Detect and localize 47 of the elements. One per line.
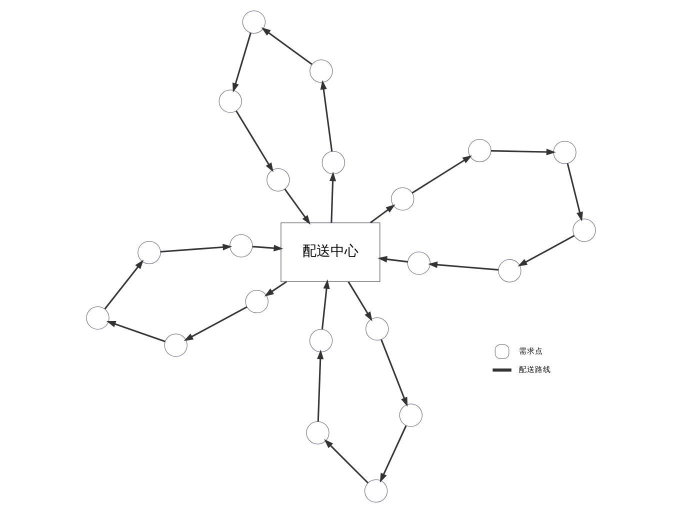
node-circle [399, 404, 422, 427]
node-circle [498, 259, 522, 282]
arrow [348, 281, 372, 322]
arrow [261, 27, 312, 65]
node-circle [309, 329, 333, 352]
node-circle [164, 334, 188, 357]
node-circle [364, 479, 388, 503]
node-circle [572, 218, 596, 242]
arrow [321, 279, 330, 330]
node-circle [266, 168, 290, 192]
node-circle [218, 90, 242, 113]
arrow [566, 163, 583, 222]
arrow [518, 235, 575, 266]
node-circle [230, 234, 253, 258]
arrow [412, 155, 472, 194]
node-circle [322, 151, 345, 174]
arrow [160, 244, 232, 252]
node-circle [138, 240, 161, 264]
arrow [184, 306, 248, 341]
node-circle [553, 140, 576, 164]
node-circle [245, 290, 268, 314]
arrow [236, 110, 274, 172]
arrow [264, 280, 288, 297]
node-circle [366, 317, 389, 341]
node-box: 配送中心 [280, 222, 380, 282]
node-circle [242, 10, 266, 34]
arrow [428, 262, 498, 271]
node-circle [86, 306, 110, 330]
arrow [324, 439, 368, 484]
node-circle [391, 187, 414, 211]
arrow [380, 425, 407, 483]
node-circle [407, 252, 431, 275]
arrow [317, 350, 324, 422]
arrow [284, 188, 310, 225]
arrow [378, 256, 408, 263]
arrow [380, 339, 408, 407]
arrow [491, 148, 556, 156]
arrow [252, 244, 284, 252]
node-circle [306, 421, 330, 444]
arrow [232, 32, 252, 93]
arrow [104, 260, 144, 310]
arrow [370, 204, 396, 224]
arrow [320, 80, 333, 152]
arrow [106, 320, 166, 342]
arrow [330, 172, 336, 223]
node-circle [468, 138, 492, 162]
node-circle [310, 60, 333, 83]
